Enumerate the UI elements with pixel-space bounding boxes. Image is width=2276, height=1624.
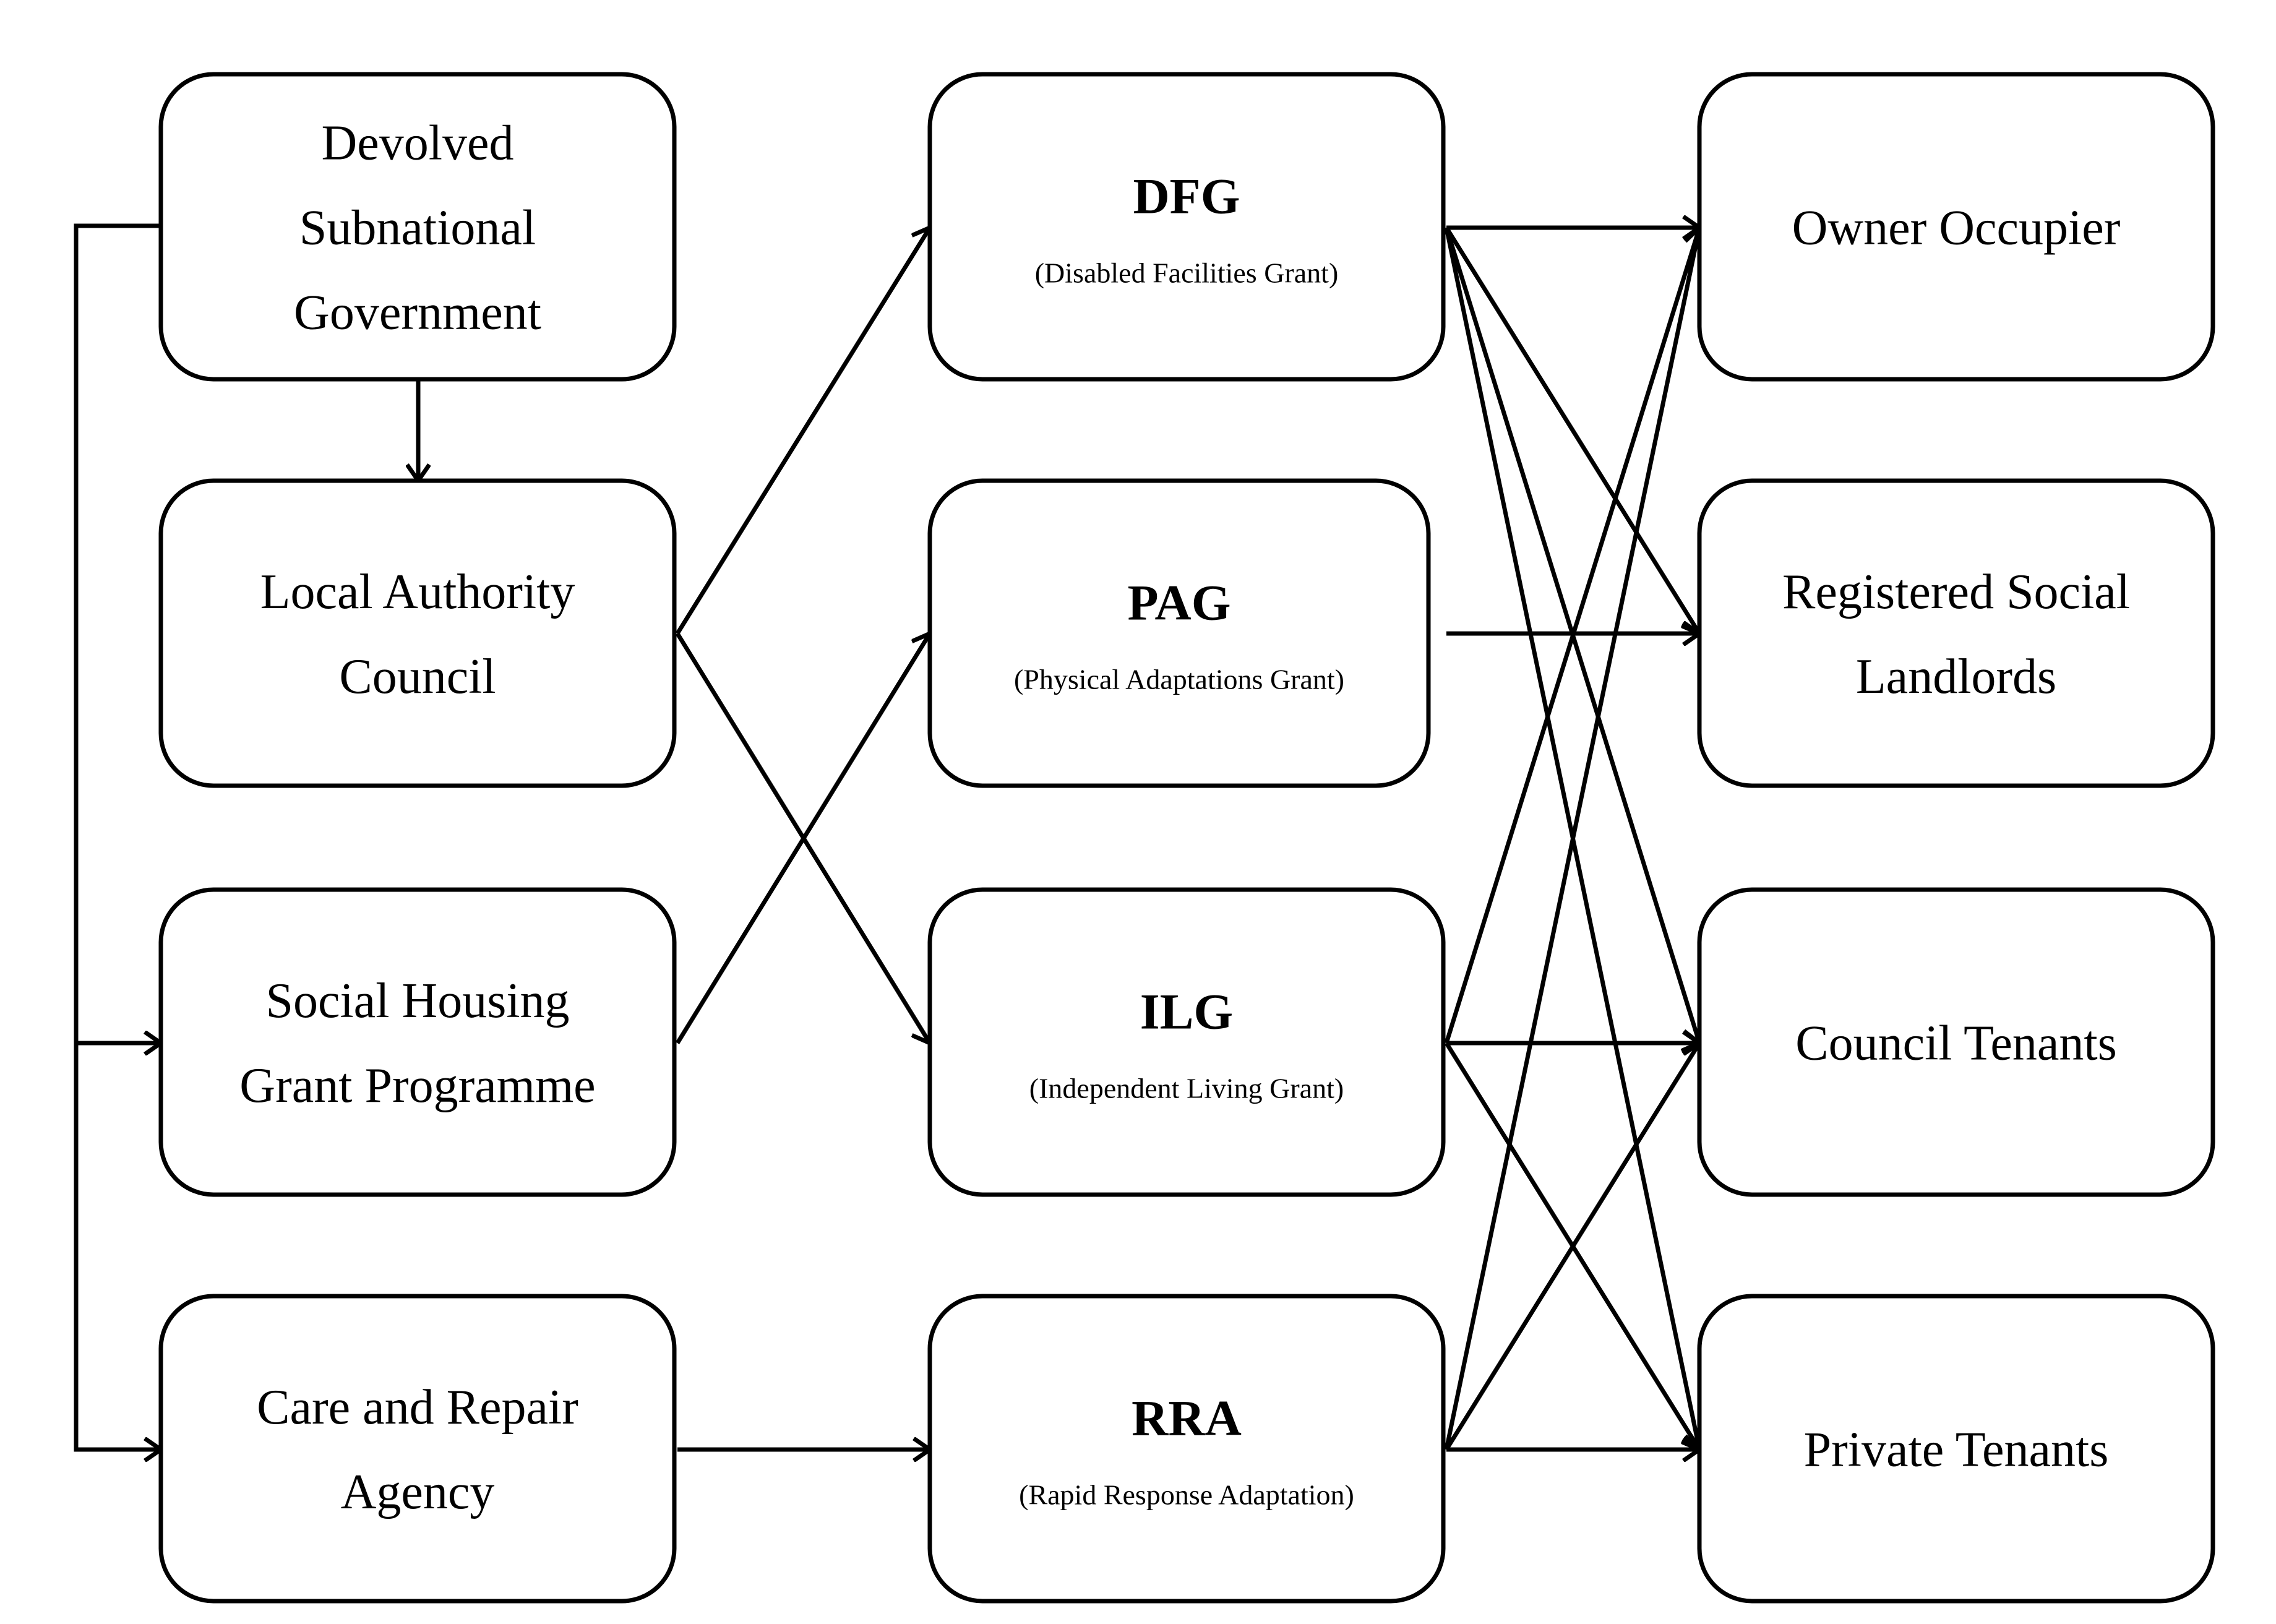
node-full-name: (Independent Living Grant) <box>1029 1073 1344 1104</box>
node-label-line: Government <box>294 286 541 340</box>
node-box <box>158 478 677 788</box>
node-abbreviation: DFG <box>1133 168 1240 225</box>
arrow-social-housing-to-pag <box>676 634 930 1044</box>
node-box <box>927 72 1446 382</box>
node-ilg: ILG (Independent Living Grant) <box>927 887 1446 1197</box>
arrow-devolved-to-social-housing <box>74 223 167 1043</box>
node-pag: PAG (Physical Adaptations Grant) <box>927 478 1431 788</box>
node-box <box>1697 887 2215 1197</box>
arrow-devolved-to-care-repair <box>74 1043 161 1450</box>
node-label-line: Private Tenants <box>1804 1423 2109 1477</box>
node-private-tenants: Private Tenants <box>1697 1294 2215 1604</box>
arrow-dfg-to-rsl <box>1445 226 1699 634</box>
node-full-name: (Rapid Response Adaptation) <box>1019 1479 1354 1511</box>
node-label-line: Council <box>339 650 496 704</box>
connections <box>74 223 1699 1451</box>
node-box <box>1697 478 2215 788</box>
node-box <box>1697 72 2215 382</box>
node-abbreviation: ILG <box>1140 984 1233 1040</box>
node-box <box>158 887 677 1197</box>
node-box <box>927 1294 1446 1604</box>
node-label-line: Agency <box>341 1465 495 1519</box>
node-box <box>927 478 1431 788</box>
node-box <box>927 887 1446 1197</box>
node-label-line: Devolved <box>321 116 513 171</box>
node-label-line: Local Authority <box>260 565 575 619</box>
node-box <box>158 1294 677 1604</box>
node-council-tenants: Council Tenants <box>1697 887 2215 1197</box>
node-label-line: Landlords <box>1856 650 2056 704</box>
node-label-line: Council Tenants <box>1795 1016 2117 1071</box>
node-abbreviation: RRA <box>1132 1390 1242 1446</box>
node-rra: RRA (Rapid Response Adaptation) <box>927 1294 1446 1604</box>
node-label-line: Social Housing <box>265 974 569 1028</box>
node-box <box>1697 1294 2215 1604</box>
node-full-name: (Physical Adaptations Grant) <box>1014 664 1344 695</box>
node-box <box>158 72 677 382</box>
arrow-rra-to-council-tenants <box>1445 1043 1699 1451</box>
node-owner: Owner Occupier <box>1697 72 2215 382</box>
arrow-local-authority-to-dfg <box>676 228 930 635</box>
node-full-name: (Disabled Facilities Grant) <box>1035 257 1339 289</box>
node-label-line: Care and Repair <box>257 1380 578 1435</box>
arrow-ilg-to-owner <box>1444 228 1699 1044</box>
node-dfg: DFG (Disabled Facilities Grant) <box>927 72 1446 382</box>
node-label-line: Owner Occupier <box>1792 201 2121 256</box>
node-label-line: Subnational <box>299 201 536 256</box>
arrow-rra-to-owner <box>1444 228 1699 1450</box>
node-abbreviation: PAG <box>1127 575 1230 631</box>
node-label-line: Grant Programme <box>239 1059 595 1113</box>
node-label-line: Registered Social <box>1782 565 2130 619</box>
